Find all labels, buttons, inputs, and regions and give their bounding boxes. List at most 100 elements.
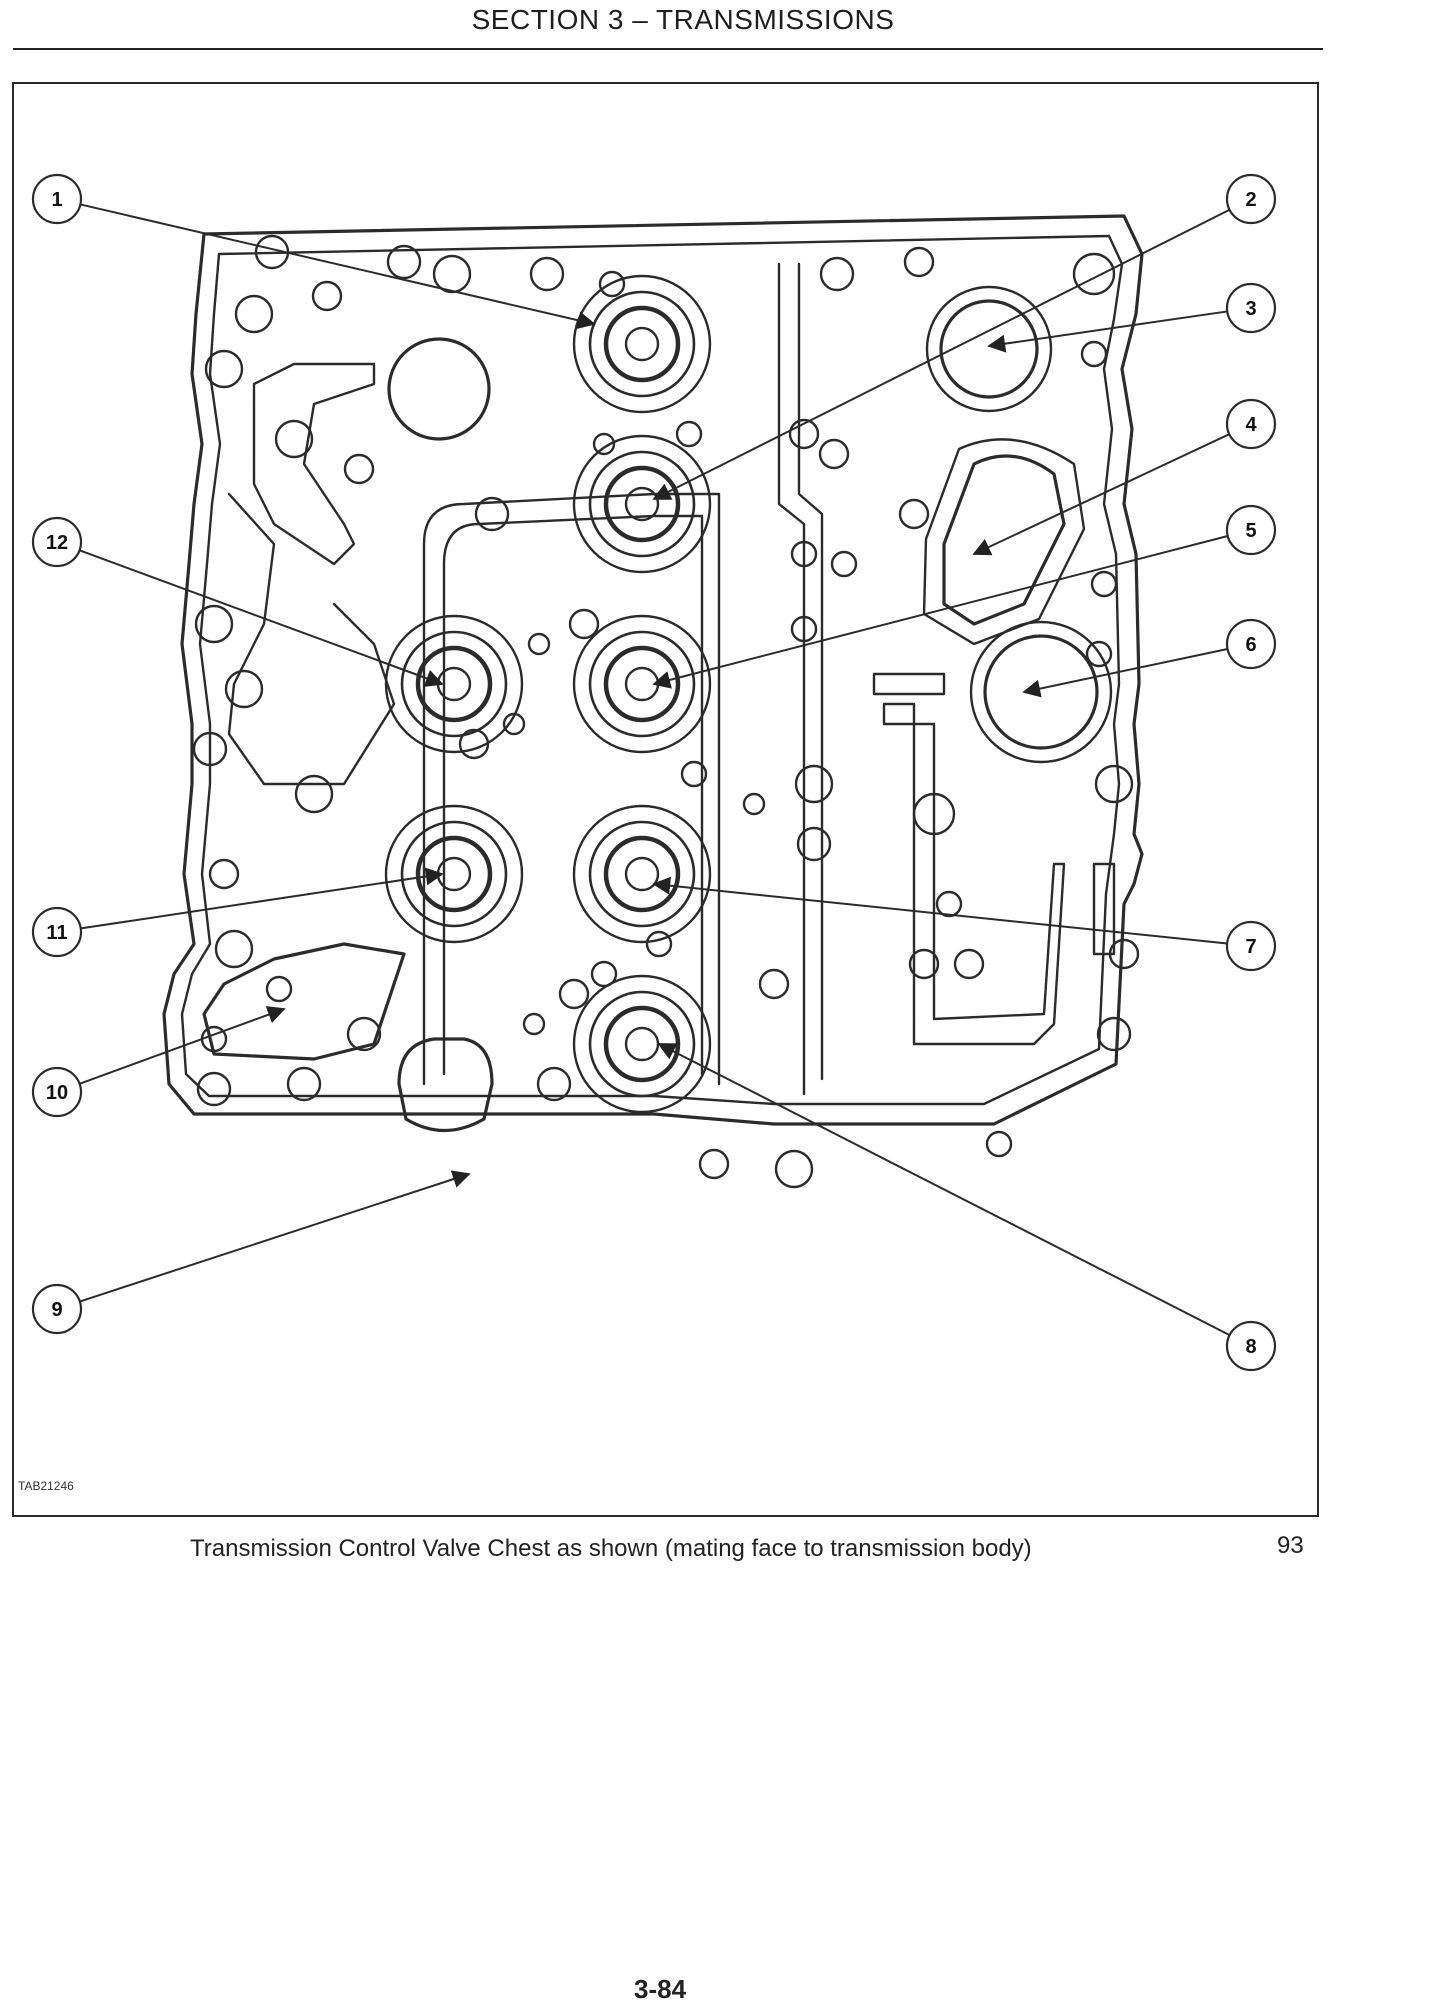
bolt-holes [192,234,1140,1189]
callout-6: 6 [1022,618,1277,698]
bolt-hole [432,254,472,294]
bolt-hole [234,294,274,334]
callout-12: 12 [31,516,444,687]
bolt-hole [529,256,565,292]
bolt-hole [214,929,254,969]
valve-ring [624,856,660,892]
callout-number: 9 [51,1299,62,1321]
callout-number: 2 [1245,189,1256,211]
bolt-hole [898,498,930,530]
pocket-4-outer [922,438,1086,646]
bolt-hole [558,978,590,1010]
bolt-hole [592,432,616,456]
figure-caption: Transmission Control Valve Chest as show… [190,1535,1032,1562]
plug-9 [397,1037,494,1133]
upper-left-bore [387,337,491,441]
callout-number: 3 [1245,298,1256,320]
bolt-hole [645,930,673,958]
left-upper-passage [252,362,376,566]
callout-number: 4 [1245,414,1257,436]
valve-ring [572,974,712,1114]
callout-circle [1225,173,1277,225]
leader-line [79,549,444,687]
callout-circle [1225,282,1277,334]
bolt-hole [274,419,314,459]
pocket-4 [942,454,1066,626]
valve-ring [588,990,696,1098]
valve-ring [588,630,696,738]
right-channel [777,262,824,1096]
bolt-hole [502,712,526,736]
bolt-hole [286,1066,322,1102]
callout-circle [31,173,83,225]
bolt-hole [830,550,858,578]
leader-line [79,1006,286,1085]
bolt-hole [386,244,422,280]
valve-ring [603,1005,681,1083]
callout-number: 8 [1245,1336,1256,1358]
bolt-hole [1080,340,1108,368]
bolt-hole [1096,1016,1132,1052]
callout-circle [1225,398,1277,450]
bolt-hole [794,764,834,804]
leader-line [80,203,596,330]
page-header: SECTION 3 – TRANSMISSIONS [13,0,1323,50]
bolt-hole [474,496,510,532]
bolt-hole [224,669,264,709]
callout-number: 12 [46,532,68,554]
valve-ring [588,290,696,398]
central-channel [422,492,721,1086]
callout-circle [1225,920,1277,972]
valve-ring [384,804,524,944]
body-inner-outline [180,234,1124,1106]
callout-number: 7 [1245,936,1256,958]
bolt-hole [774,1149,814,1189]
callout-3: 3 [987,282,1277,353]
callout-11: 11 [31,867,444,958]
valve-ring [624,1026,660,1062]
leader-line [972,433,1230,556]
bolt-hole [458,728,490,760]
bolt-hole [294,774,334,814]
leader-line [79,1170,471,1303]
bolt-hole [985,1130,1013,1158]
leader-line [80,867,444,930]
bolt-hole [908,948,940,980]
bolt-hole [196,1071,232,1107]
callout-10: 10 [31,1006,286,1118]
bolt-hole [912,792,956,836]
leader-line [657,1043,1231,1336]
figure-code: TAB21246 [18,1479,74,1493]
leader-line [652,876,1228,945]
valve-ring [572,804,712,944]
bolt-hole [953,948,985,980]
bolt-hole [698,1148,730,1180]
bolt-hole [527,632,551,656]
callout-4: 4 [972,398,1277,556]
valve-ring [400,820,508,928]
callout-circle [31,906,83,958]
solenoid-valves [384,274,712,1114]
callout-circle [31,1066,83,1118]
callout-number: 10 [46,1082,68,1104]
valve-bore-7 [384,804,524,944]
valve-ring [572,614,712,754]
valve-ring [384,614,524,754]
bolt-hole [1090,570,1118,598]
callout-7: 7 [652,876,1277,972]
valve-bore-2 [572,434,712,574]
bore-6 [983,634,1099,750]
bolt-hole [204,349,244,389]
valve-ring [588,820,696,928]
bolt-hole [796,826,832,862]
right-slot [1092,862,1116,956]
upper-right-slot [872,672,946,696]
valve-bore-1 [572,274,712,414]
bolt-hole [536,1066,572,1102]
bolt-hole [758,968,790,1000]
bolt-hole [742,792,766,816]
body-outer-outline [162,214,1144,1126]
bolt-hole [788,418,820,450]
bolt-hole [680,760,708,788]
